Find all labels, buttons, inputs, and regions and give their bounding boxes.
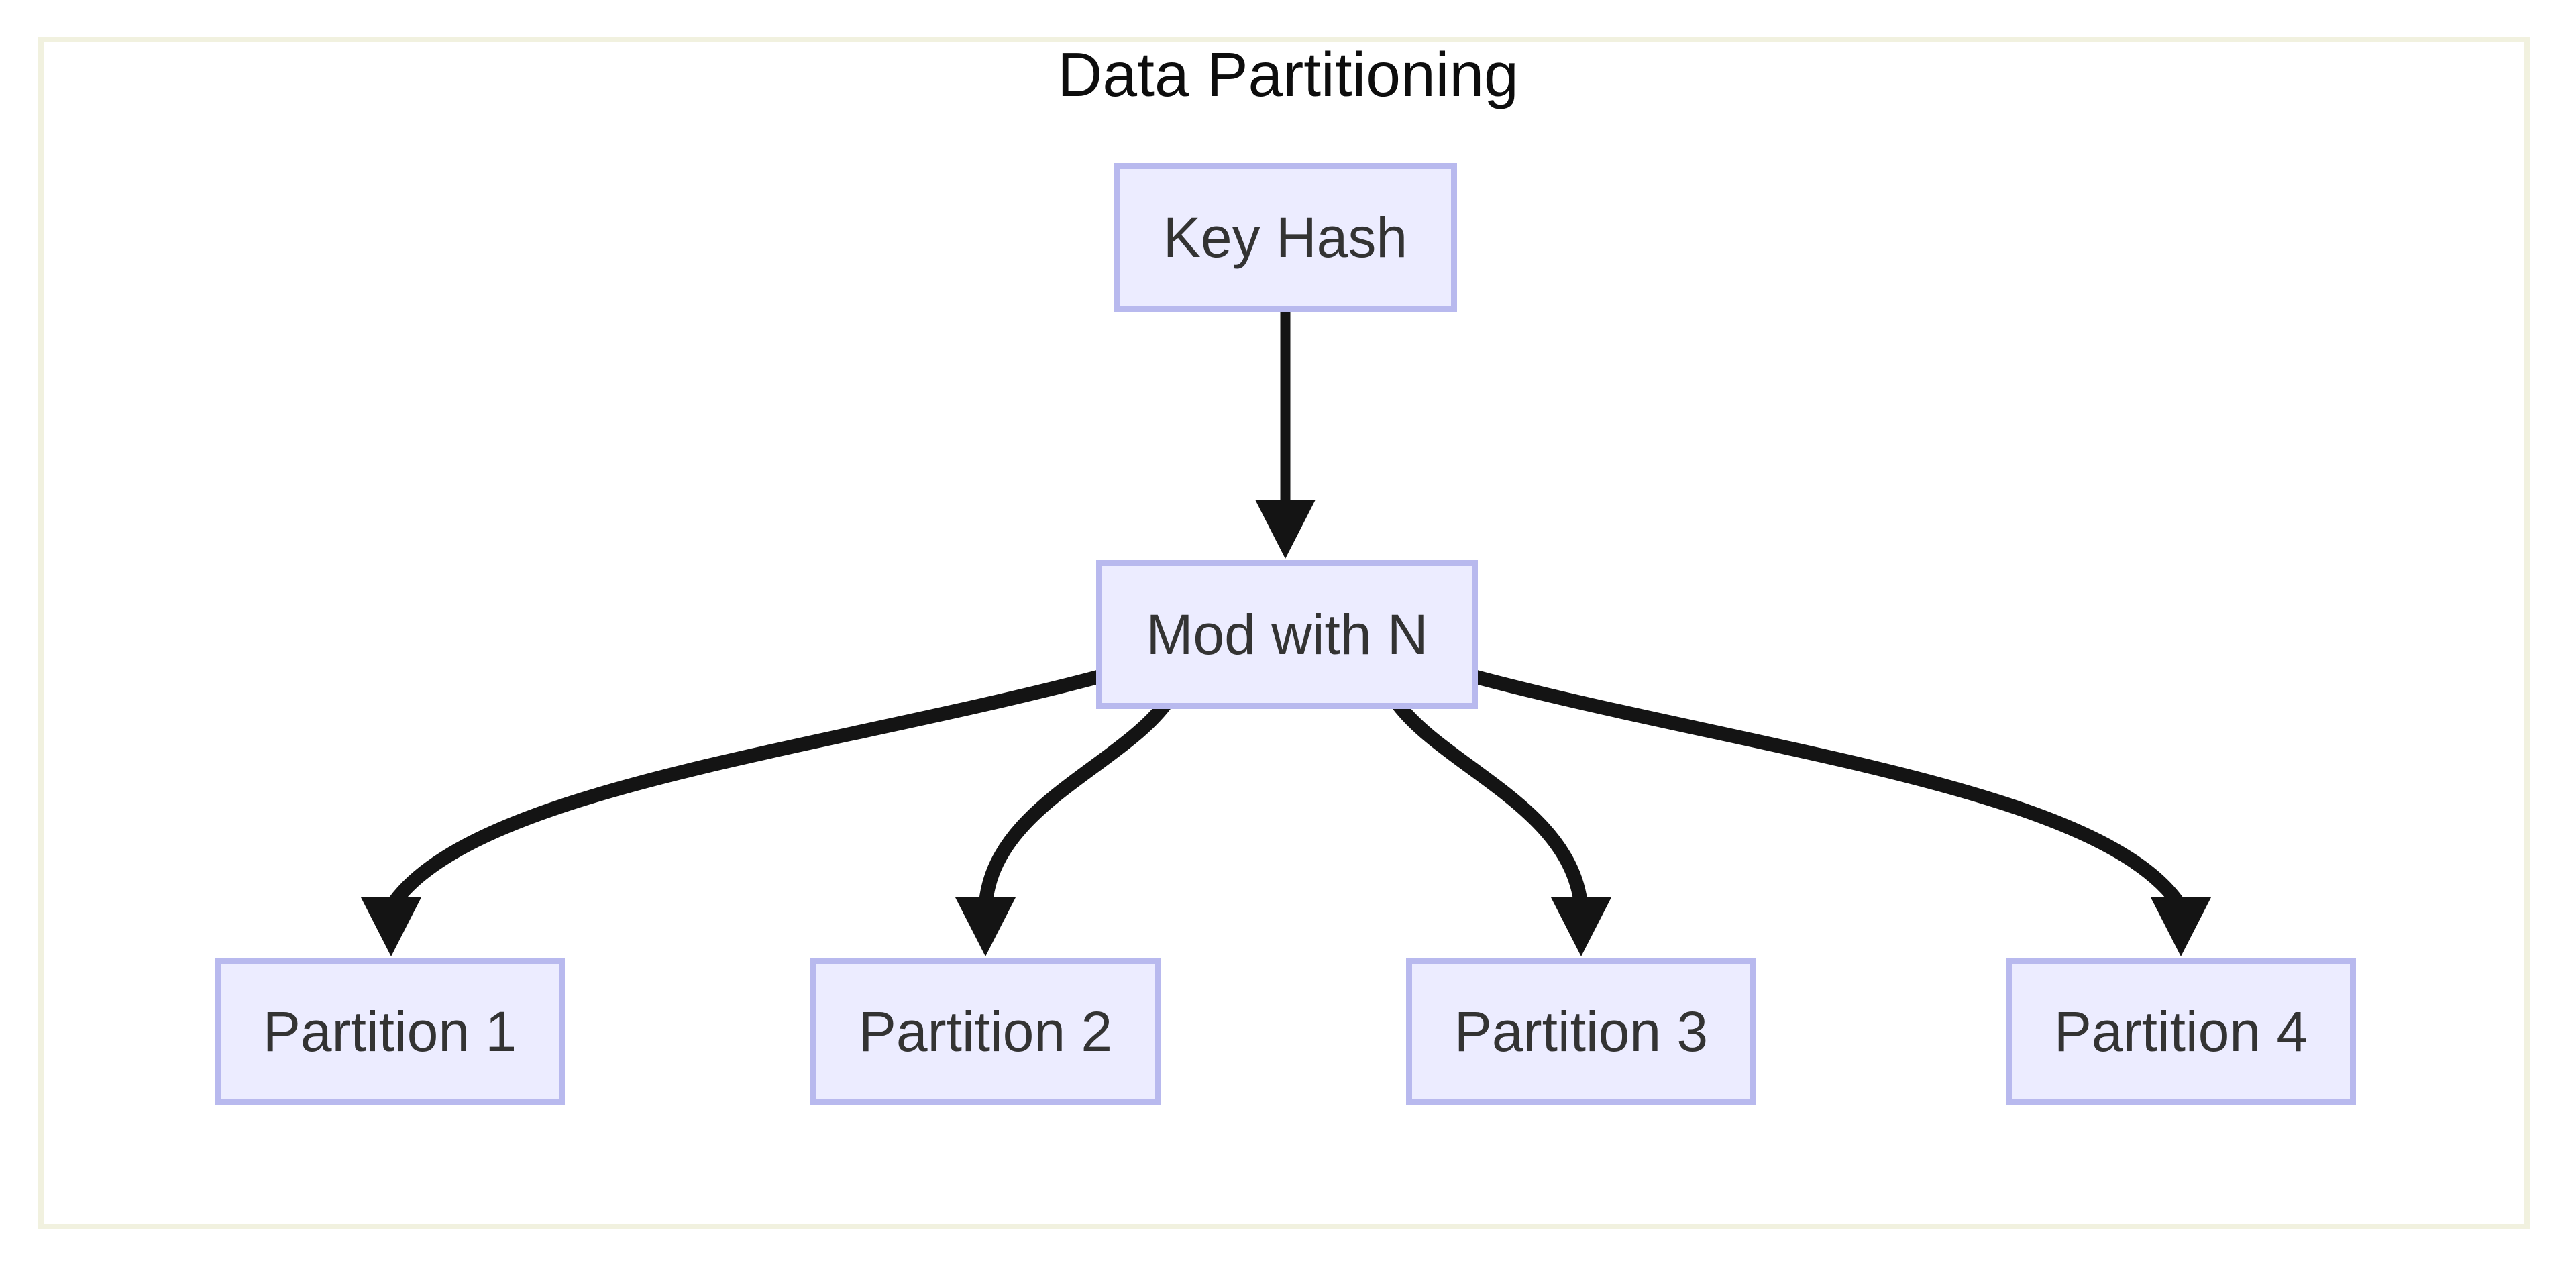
node-mod-with-n-label: Mod with N (1146, 603, 1428, 666)
arrowhead-partition-4 (2151, 897, 2211, 956)
node-partition-2-label: Partition 2 (858, 1000, 1113, 1063)
node-key-hash: Key Hash (1114, 163, 1457, 312)
edge-mod-to-partition-4 (1470, 669, 2187, 911)
node-partition-4: Partition 4 (2006, 958, 2356, 1105)
node-key-hash-label: Key Hash (1163, 206, 1408, 269)
node-mod-with-n: Mod with N (1096, 560, 1478, 709)
diagram-title: Data Partitioning (1057, 40, 1519, 109)
arrowhead-partition-3 (1551, 897, 1611, 956)
node-partition-3-label: Partition 3 (1454, 1000, 1709, 1063)
edge-mod-to-partition-2 (978, 700, 1171, 907)
arrowhead-partition-2 (955, 897, 1016, 956)
node-partition-2: Partition 2 (810, 958, 1161, 1105)
edge-mod-to-partition-3 (1392, 700, 1589, 908)
subgraph-frame (38, 37, 2530, 1229)
node-partition-4-label: Partition 4 (2053, 1000, 2308, 1063)
arrowhead-partition-1 (361, 897, 421, 956)
node-partition-3: Partition 3 (1406, 958, 1756, 1105)
node-partition-1: Partition 1 (215, 958, 565, 1105)
node-partition-1-label: Partition 1 (262, 1000, 517, 1063)
arrowhead-mod (1255, 500, 1316, 559)
edge-mod-to-partition-1 (385, 669, 1104, 911)
